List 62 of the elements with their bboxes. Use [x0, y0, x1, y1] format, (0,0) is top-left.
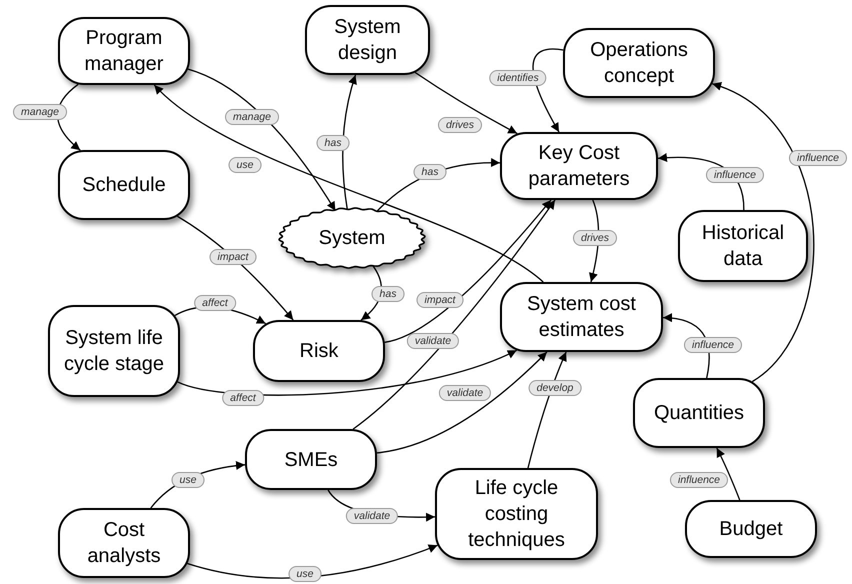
edge-label: drives: [438, 117, 482, 133]
rounded-box: [678, 210, 808, 282]
edge-label: use: [288, 566, 322, 582]
node-label: Budget: [718, 517, 784, 542]
node-label: Quantities: [652, 401, 746, 426]
node-label: Key Cost parameters: [527, 141, 631, 192]
edge-label: has: [414, 164, 446, 180]
rounded-box: [305, 5, 430, 75]
edge-label: impact: [210, 249, 256, 265]
arrow: [414, 72, 518, 134]
rounded-box: [500, 282, 663, 352]
node-label: Historical data: [700, 221, 786, 272]
arrow: [352, 200, 556, 430]
edge-label: affect: [194, 295, 236, 311]
arrow: [187, 544, 438, 579]
rounded-box: [500, 132, 658, 200]
rounded-box: [58, 17, 190, 85]
node-label: Risk: [298, 339, 340, 364]
node-label: System: [318, 226, 386, 251]
node-label: System cost estimates: [526, 292, 637, 343]
edge-label: influence: [684, 337, 742, 353]
edge-label: influence: [788, 150, 848, 166]
node-label: SMEs: [283, 448, 339, 472]
rounded-box: [435, 468, 598, 560]
edge-label: influence: [670, 472, 728, 488]
arrow: [188, 68, 336, 212]
arrow: [384, 200, 552, 343]
node-label: Cost analysts: [86, 518, 162, 569]
rounded-box: [58, 150, 190, 220]
edge-label: validate: [406, 333, 460, 349]
edge-label: has: [372, 286, 404, 302]
edge-label: validate: [346, 508, 398, 524]
node-label: Operations concept: [589, 38, 689, 89]
rounded-box: [563, 28, 715, 98]
arrow: [376, 352, 548, 454]
edge-label: influence: [706, 167, 764, 183]
edge-label: manage: [13, 104, 67, 120]
rounded-box: [253, 320, 385, 382]
edge-label: validate: [438, 385, 492, 401]
rounded-box: [245, 429, 377, 490]
node-label: System life cycle stage: [62, 326, 166, 377]
edge-label: affect: [222, 390, 264, 406]
rounded-box: [633, 378, 765, 448]
arrow: [716, 448, 740, 500]
edge-label: drives: [573, 230, 617, 246]
node-label: Schedule: [81, 173, 167, 198]
node-label: System design: [333, 15, 402, 66]
rounded-box: [685, 500, 817, 558]
rounded-box: [48, 305, 180, 397]
arrow: [154, 84, 544, 283]
rounded-box: [58, 508, 190, 578]
edge-label: develop: [528, 380, 582, 396]
edge-label: use: [172, 472, 204, 488]
edge-label: identifies: [489, 70, 547, 86]
arrow: [177, 350, 517, 396]
edge-label: use: [228, 157, 262, 173]
node-label: Life cycle costing techniques: [467, 476, 566, 553]
arrow: [712, 83, 814, 382]
edge-label: has: [316, 135, 350, 151]
edge-label: manage: [225, 109, 279, 125]
edge-label: impact: [416, 292, 464, 308]
node-label: Program manager: [84, 26, 164, 77]
